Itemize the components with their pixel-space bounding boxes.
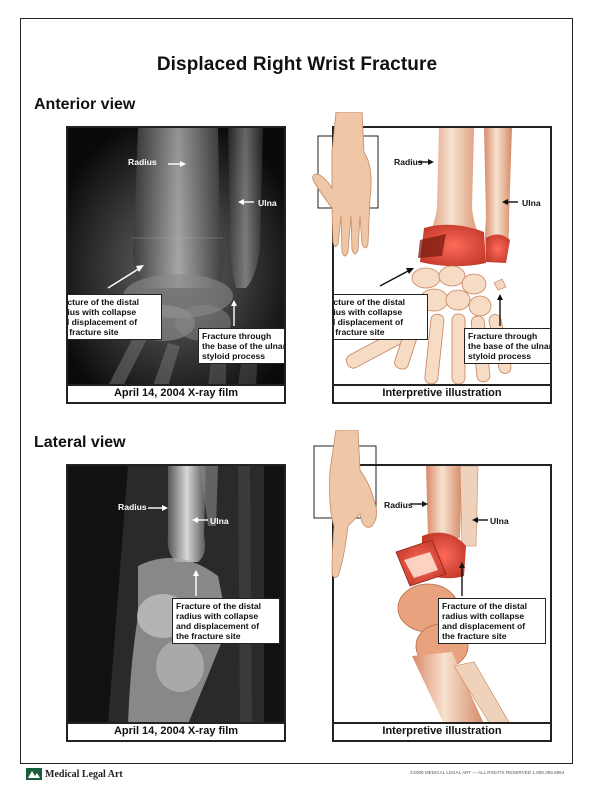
label-radius: Radius xyxy=(128,157,157,167)
lateral-illustration-panel: Radius Ulna Fracture of the distal radiu… xyxy=(332,464,552,742)
lateral-hand-orientation xyxy=(313,430,377,578)
label-radius: Radius xyxy=(394,157,423,167)
footer-logo: Medical Legal Art xyxy=(26,768,123,780)
section-heading-lateral: Lateral view xyxy=(34,434,126,451)
label-ulna: Ulna xyxy=(522,198,541,208)
logo-icon xyxy=(26,768,42,780)
label-ulna: Ulna xyxy=(210,516,229,526)
lateral-xray-caption: April 14, 2004 X-ray film xyxy=(68,722,284,740)
callout-distal-fracture: Fracture of the distal radius with colla… xyxy=(334,294,428,340)
callout-ulnar-fracture: Fracture through the base of the ulnar s… xyxy=(464,328,550,364)
lateral-xray-panel: Radius Ulna Fracture of the distal radiu… xyxy=(66,464,286,742)
footer-logo-text: Medical Legal Art xyxy=(45,768,123,780)
label-ulna: Ulna xyxy=(258,198,277,208)
callout-distal-fracture: Fracture of the distal radius with colla… xyxy=(172,598,280,644)
anterior-xray-panel: Radius Ulna Fracture of the distal radiu… xyxy=(66,126,286,404)
callout-ulnar-fracture: Fracture through the base of the ulnar s… xyxy=(198,328,284,364)
anterior-xray-caption: April 14, 2004 X-ray film xyxy=(68,384,284,402)
label-radius: Radius xyxy=(118,502,147,512)
footer-copyright: ©2006 MEDICAL LEGAL ART — ALL RIGHTS RES… xyxy=(410,770,565,775)
lateral-illustration-caption: Interpretive illustration xyxy=(334,722,550,740)
callout-distal-fracture: Fracture of the distal radius with colla… xyxy=(438,598,546,644)
distal-fracture-arrow xyxy=(107,267,141,289)
label-ulna: Ulna xyxy=(490,516,509,526)
anterior-hand-orientation xyxy=(312,112,379,257)
lateral-xray-image xyxy=(68,466,284,724)
section-heading-anterior: Anterior view xyxy=(34,96,136,113)
callout-distal-fracture: Fracture of the distal radius with colla… xyxy=(68,294,162,340)
anterior-illustration-caption: Interpretive illustration xyxy=(334,384,550,402)
label-radius: Radius xyxy=(384,500,413,510)
page-title: Displaced Right Wrist Fracture xyxy=(156,54,438,75)
